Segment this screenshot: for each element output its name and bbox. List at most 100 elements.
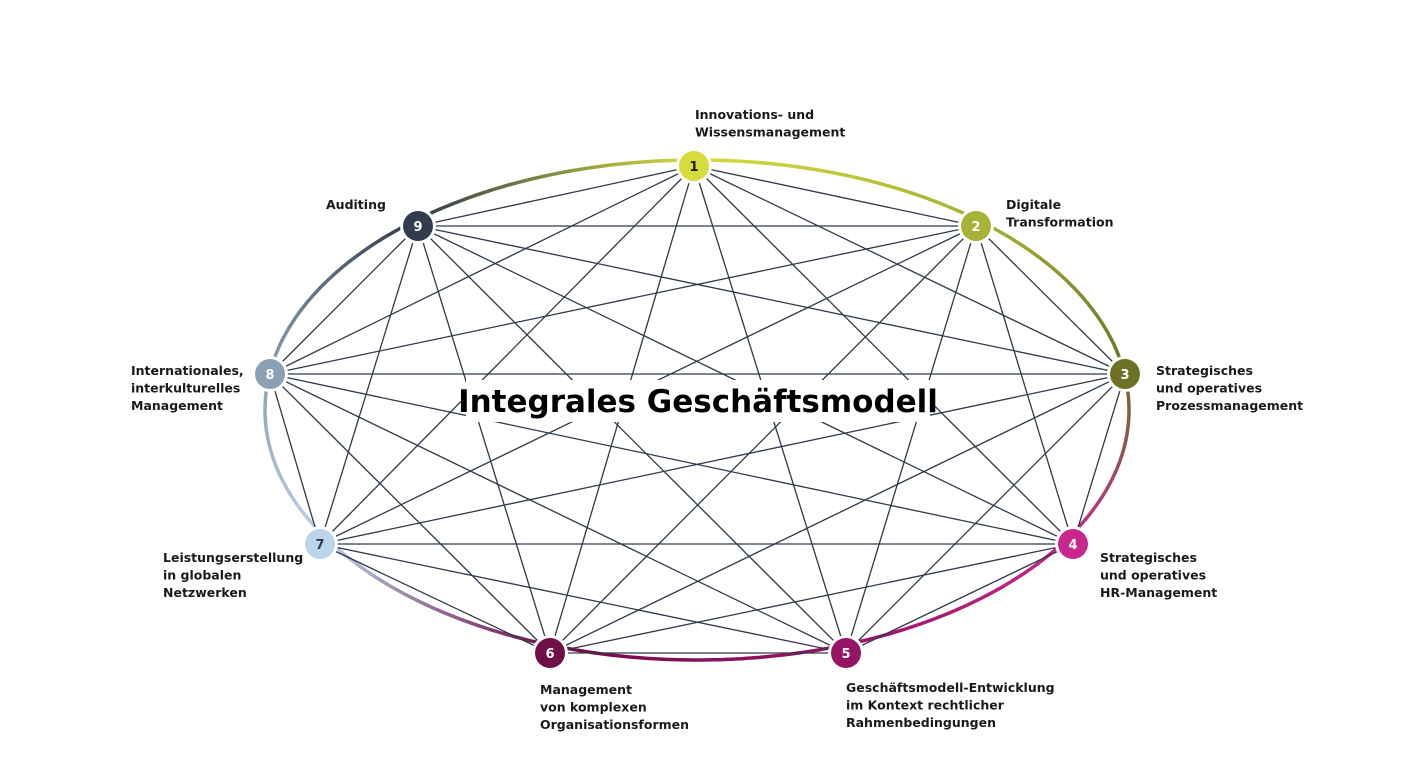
- ring-arc-4-5: [841, 539, 1067, 648]
- node-label-line: Internationales,: [131, 363, 244, 378]
- node-label-line: von komplexen: [540, 700, 647, 715]
- edge-4-8: [269, 373, 1074, 545]
- node-label-line: und operatives: [1156, 381, 1262, 396]
- node-circle: [831, 638, 861, 668]
- edge-2-6: [549, 225, 977, 654]
- node-number: 9: [413, 220, 422, 235]
- ring-arc-9-1: [411, 158, 694, 224]
- edge-2-5: [845, 225, 977, 654]
- node-circle: [1110, 359, 1140, 389]
- node-1: 1: [676, 148, 712, 184]
- node-8: 8: [252, 356, 288, 392]
- node-label-line: im Kontext rechtlicher: [846, 698, 1005, 713]
- node-label-5: Geschäftsmodell-Entwicklung im Kontext re…: [846, 680, 1055, 730]
- edge-6-8: [269, 373, 551, 654]
- edge-3-5: [845, 373, 1126, 654]
- node-label-line: Organisationsformen: [540, 717, 689, 732]
- title-background: [466, 380, 930, 422]
- outer-ring: [263, 158, 1131, 662]
- edge-7-8: [269, 373, 321, 545]
- node-label-line: Digitale: [1006, 197, 1061, 212]
- node-circle: [961, 211, 991, 241]
- node-4: 4: [1055, 526, 1091, 562]
- node-circle: [305, 529, 335, 559]
- edge-3-4: [1072, 373, 1126, 545]
- node-label-line: Strategisches: [1100, 550, 1197, 565]
- edge-4-5: [845, 543, 1074, 654]
- ring-arc-1-2: [693, 158, 983, 224]
- node-9: 9: [400, 208, 436, 244]
- edge-6-7: [319, 543, 551, 654]
- title-group: Integrales Geschäftsmodell: [458, 380, 938, 422]
- node-number: 2: [971, 220, 980, 235]
- node-label-line: Leistungserstellung: [163, 550, 303, 565]
- edge-6-9: [417, 225, 551, 654]
- ring-arc-8-9: [267, 220, 413, 375]
- diagram-title: Integrales Geschäftsmodell: [458, 384, 938, 420]
- node-2: 2: [958, 208, 994, 244]
- ring-arc-2-3: [981, 220, 1127, 375]
- node-label-line: interkulturelles: [131, 381, 240, 396]
- nodes: 1 2 3 4 5 6 7 8 9: [252, 148, 1143, 671]
- edge-3-6: [549, 373, 1126, 654]
- edge-1-4: [693, 165, 1074, 545]
- edge-1-3: [693, 165, 1126, 375]
- edge-7-9: [319, 225, 419, 545]
- node-label-line: Wissensmanagement: [695, 125, 845, 140]
- ring-arc-7-8: [263, 373, 331, 543]
- node-label-9: Auditing: [326, 197, 386, 212]
- edge-8-9: [269, 225, 419, 375]
- node-number: 1: [689, 160, 698, 175]
- edge-5-7: [319, 543, 847, 654]
- edge-2-4: [975, 225, 1074, 545]
- node-circle: [403, 211, 433, 241]
- edge-1-2: [693, 165, 977, 227]
- edge-5-8: [269, 373, 847, 654]
- edge-3-9: [417, 225, 1126, 375]
- edge-4-6: [549, 543, 1074, 654]
- node-label-line: und operatives: [1100, 568, 1206, 583]
- node-label-line: Rahmenbedingungen: [846, 715, 996, 730]
- node-3: 3: [1107, 356, 1143, 392]
- edge-2-8: [269, 225, 977, 375]
- edge-2-3: [975, 225, 1126, 375]
- node-circle: [679, 151, 709, 181]
- node-5: 5: [828, 635, 864, 671]
- node-label-line: Prozessmanagement: [1156, 398, 1303, 413]
- edge-1-8: [269, 165, 695, 375]
- node-label-line: Netzwerken: [163, 585, 247, 600]
- node-number: 5: [841, 647, 850, 662]
- node-number: 7: [315, 538, 324, 553]
- node-number: 3: [1120, 368, 1129, 383]
- node-label-line: Transformation: [1006, 215, 1114, 230]
- edge-1-7: [319, 165, 695, 545]
- node-circle: [255, 359, 285, 389]
- node-6: 6: [532, 635, 568, 671]
- node-label-line: in globalen: [163, 568, 241, 583]
- edge-3-7: [319, 373, 1126, 545]
- node-label-line: Geschäftsmodell-Entwicklung: [846, 680, 1055, 695]
- node-circle: [1058, 529, 1088, 559]
- node-label-line: Innovations- und: [695, 107, 814, 122]
- node-number: 8: [265, 368, 274, 383]
- node-number: 6: [545, 647, 554, 662]
- node-circle: [535, 638, 565, 668]
- node-label-line: Strategisches: [1156, 363, 1253, 378]
- edge-1-9: [417, 165, 695, 227]
- node-number: 4: [1068, 538, 1077, 553]
- node-label-line: Management: [131, 398, 223, 413]
- edge-5-9: [417, 225, 847, 654]
- node-label-line: Auditing: [326, 197, 386, 212]
- node-7: 7: [302, 526, 338, 562]
- ring-arc-3-4: [1063, 373, 1131, 543]
- ring-arc-6-7: [327, 539, 555, 648]
